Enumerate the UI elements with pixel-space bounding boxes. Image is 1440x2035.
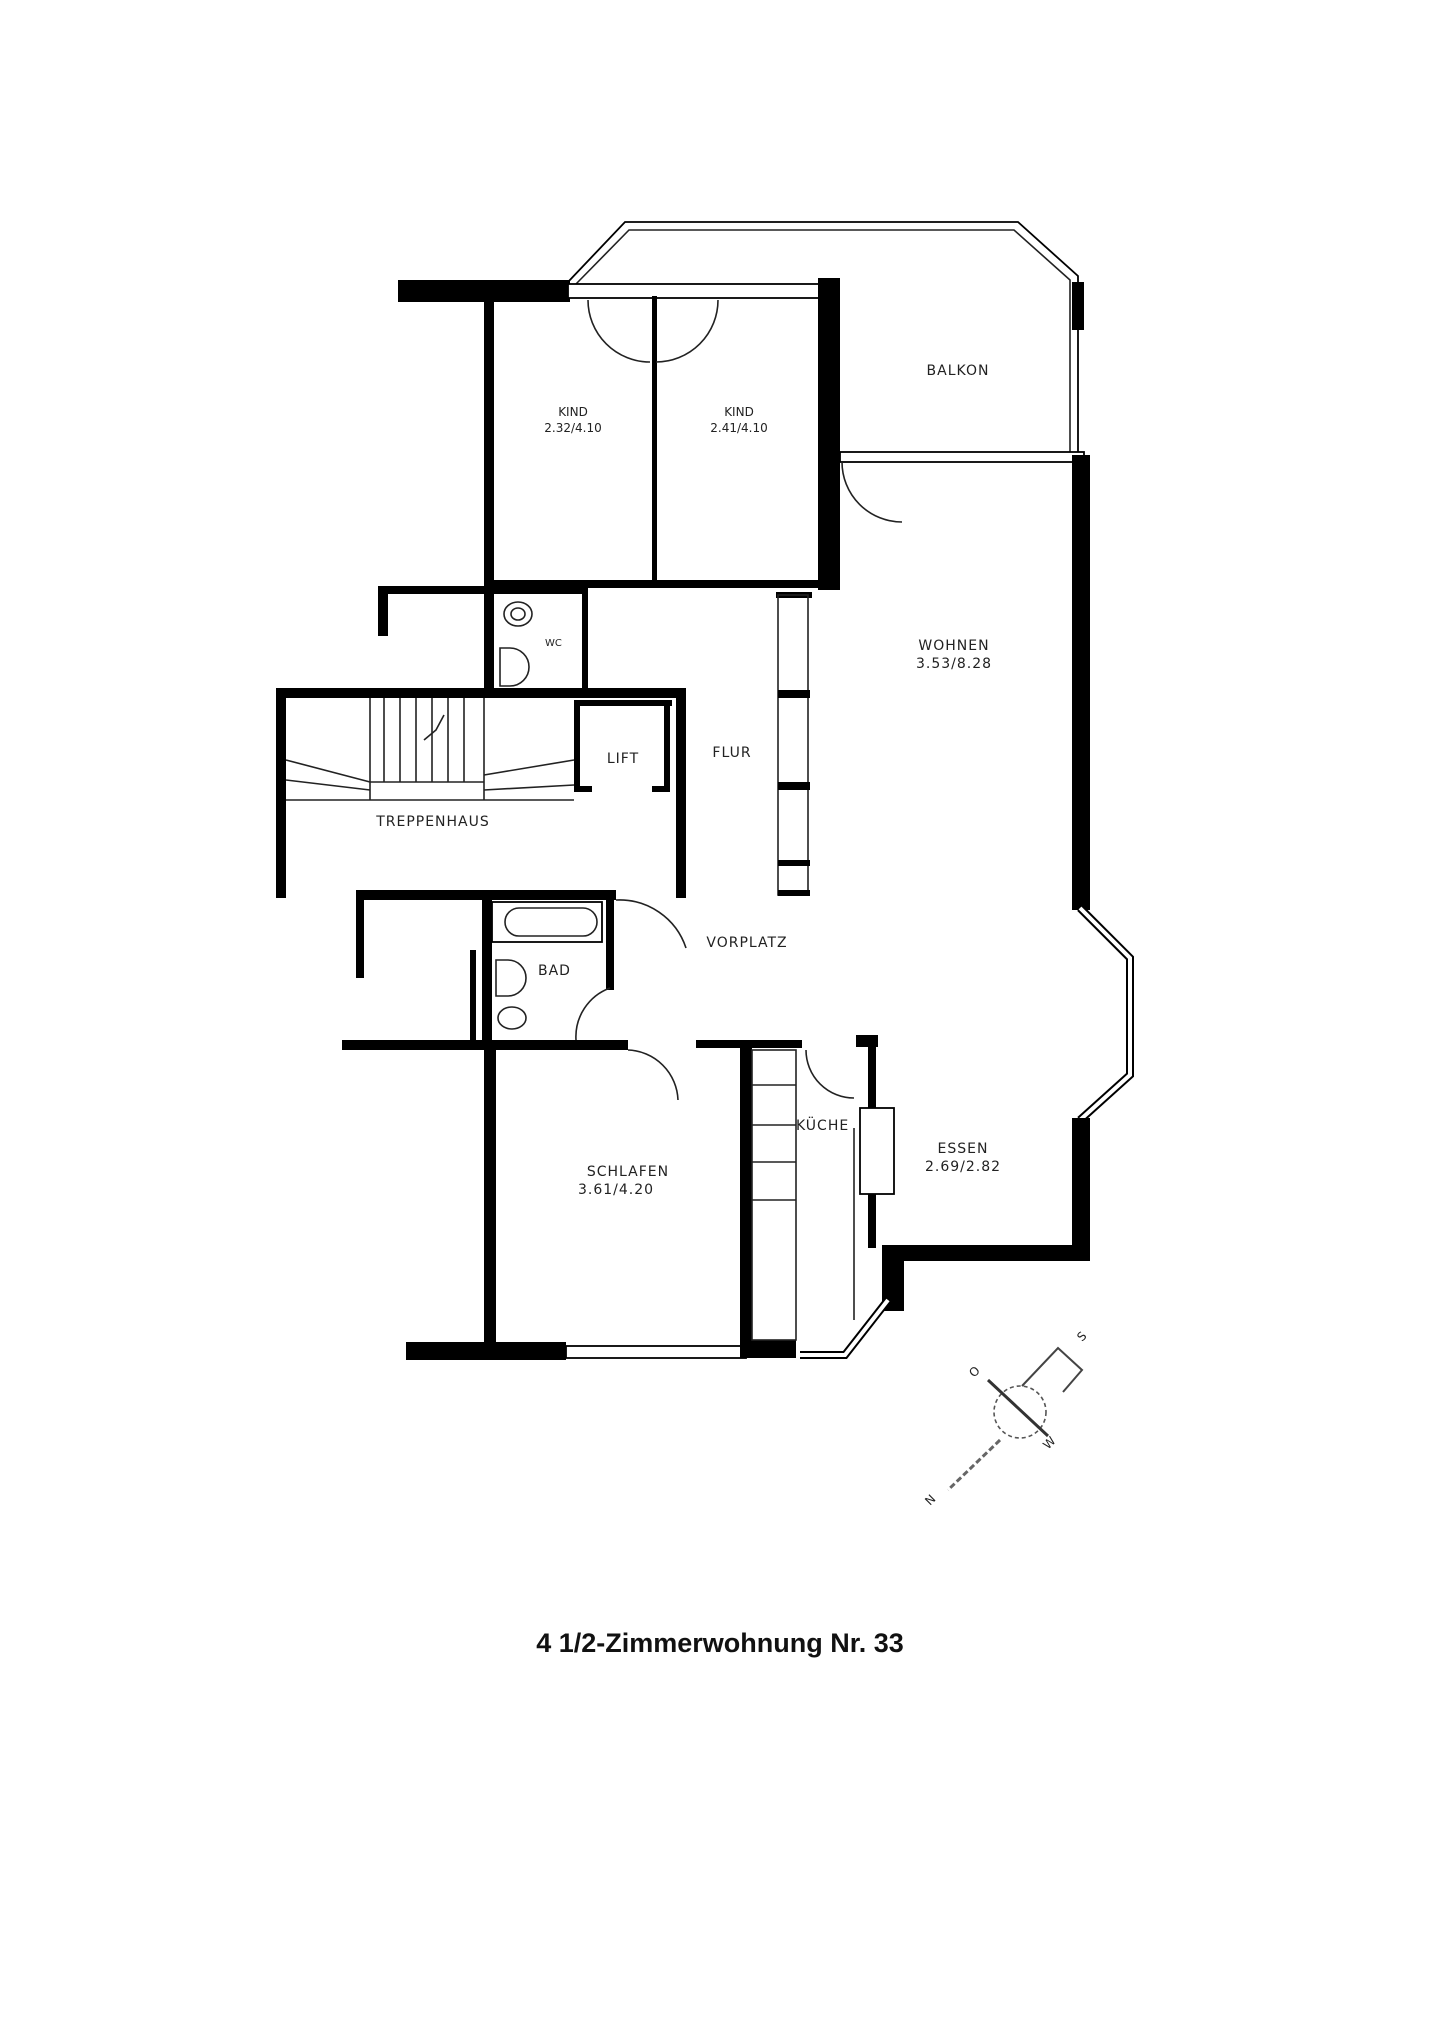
room-labels: KIND 2.32/4.10 KIND 2.41/4.10 BALKON WOH… <box>375 363 1001 1198</box>
compass-east-label: O <box>966 1364 983 1381</box>
interior-walls <box>276 586 906 1360</box>
document-title: 4 1/2-Zimmerwohnung Nr. 33 <box>536 1628 904 1658</box>
room-kind-1-dims: 2.32/4.10 <box>544 421 601 435</box>
room-essen-dims: 2.69/2.82 <box>925 1159 1001 1175</box>
compass-icon: O S W N <box>922 1329 1089 1508</box>
room-balkon-name: BALKON <box>927 363 990 379</box>
compass-north-label: N <box>922 1492 938 1508</box>
sanitary-fixtures <box>495 601 533 1030</box>
room-schlafen-dims: 3.61/4.20 <box>578 1182 654 1198</box>
door-swings <box>575 299 903 1101</box>
room-treppenhaus-name: TREPPENHAUS <box>375 814 490 830</box>
room-essen-name: ESSEN <box>938 1141 989 1157</box>
compass-west-label: W <box>1040 1434 1058 1452</box>
room-wohnen-name: WOHNEN <box>918 638 989 654</box>
room-vorplatz-name: VORPLATZ <box>706 935 787 951</box>
room-kind-2-dims: 2.41/4.10 <box>710 421 767 435</box>
room-flur-name: FLUR <box>712 745 751 761</box>
room-lift-name: LIFT <box>607 751 639 767</box>
room-kind-1-name: KIND <box>558 405 588 419</box>
exterior-walls <box>398 278 1134 1359</box>
room-kind-2-name: KIND <box>724 405 754 419</box>
compass-south-label: S <box>1074 1329 1089 1344</box>
room-kueche-name: KÜCHE <box>796 1116 849 1134</box>
room-bad-name: BAD <box>538 963 571 979</box>
room-wc-name: WC <box>545 638 562 649</box>
room-wohnen-dims: 3.53/8.28 <box>916 656 992 672</box>
room-schlafen-name: SCHLAFEN <box>587 1164 669 1180</box>
